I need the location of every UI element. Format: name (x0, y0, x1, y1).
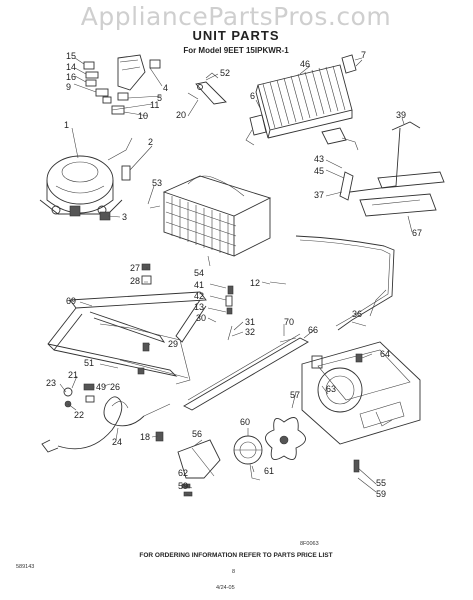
suction-line (295, 235, 395, 331)
condenser-coil (245, 54, 363, 151)
callout-16: 16 (66, 72, 76, 82)
screw-55 (353, 459, 360, 473)
callout-59-right: 59 (376, 489, 386, 499)
callout-18: 18 (140, 432, 150, 442)
watermark: AppliancePartsPros.com (81, 2, 391, 31)
thermal-cutout (187, 72, 227, 105)
callout-61: 61 (264, 466, 274, 476)
callout-36: 36 (352, 309, 362, 319)
callout-4: 4 (163, 83, 168, 93)
handwritten-date: 4/24-05 (216, 585, 235, 591)
callout-3: 3 (122, 212, 127, 222)
callout-26: 26 (110, 382, 120, 392)
callout-7: 7 (361, 50, 366, 60)
callout-9: 9 (66, 82, 71, 92)
callout-1: 1 (64, 120, 69, 130)
callout-5: 5 (157, 93, 162, 103)
callout-30: 30 (196, 313, 206, 323)
callout-63: 63 (326, 384, 336, 394)
compressor (39, 137, 133, 221)
callout-64: 64 (380, 349, 390, 359)
callout-28: 28 (130, 276, 140, 286)
callout-14: 14 (66, 62, 76, 72)
callout-10: 10 (138, 111, 148, 121)
callout-55: 55 (376, 478, 386, 488)
diagram-subtitle: For Model 9EET 15IPKWR-1 (183, 46, 289, 55)
callout-69: 69 (66, 296, 76, 306)
callout-62: 62 (178, 468, 188, 478)
callout-6: 6 (250, 91, 255, 101)
callout-53: 53 (152, 178, 162, 188)
callout-56: 56 (192, 429, 202, 439)
document-code: 589143 (16, 564, 34, 570)
leader-lines (59, 57, 413, 497)
callout-49: 49 (96, 382, 106, 392)
callout-66: 66 (308, 325, 318, 335)
evaporator-coil (149, 175, 272, 257)
callout-54: 54 (194, 268, 204, 278)
relay-bracket-group (83, 54, 161, 115)
rail-and-fan-bracket (183, 333, 421, 445)
ordering-note: FOR ORDERING INFORMATION REFER TO PARTS … (139, 552, 332, 559)
callout-39: 39 (396, 110, 406, 120)
callout-13: 13 (194, 302, 204, 312)
reference-code: 8F0063 (300, 541, 319, 547)
callout-29: 29 (168, 339, 178, 349)
callout-52: 52 (220, 68, 230, 78)
diagram-title: UNIT PARTS (192, 28, 279, 43)
callout-67: 67 (412, 228, 422, 238)
drier-tube-and-brackets (339, 121, 445, 217)
callout-42: 42 (194, 291, 204, 301)
callout-20: 20 (176, 110, 186, 120)
callout-60: 60 (240, 417, 250, 427)
callout-59-left: 59 (178, 481, 188, 491)
page-number: 8 (232, 569, 235, 575)
callout-51: 51 (84, 358, 94, 368)
power-cord-group (41, 383, 171, 453)
callout-70: 70 (284, 317, 294, 327)
callout-57: 57 (290, 390, 300, 400)
callout-32: 32 (245, 327, 255, 337)
callout-31: 31 (245, 317, 255, 327)
callout-15: 15 (66, 51, 76, 61)
callout-43: 43 (314, 154, 324, 164)
callout-21: 21 (68, 370, 78, 380)
callout-45: 45 (314, 166, 324, 176)
callout-12: 12 (250, 278, 260, 288)
callout-11: 11 (150, 100, 159, 110)
callout-labels: 15 14 16 9 11 10 4 5 52 20 46 6 7 39 1 2… (46, 50, 422, 499)
small-fasteners (141, 263, 287, 315)
callout-24: 24 (112, 437, 122, 447)
callout-2: 2 (148, 137, 153, 147)
callout-46: 46 (300, 59, 310, 69)
base-frame (47, 291, 233, 385)
callout-27: 27 (130, 263, 140, 273)
callout-23: 23 (46, 378, 56, 388)
callout-22: 22 (74, 410, 84, 420)
callout-41: 41 (194, 280, 204, 290)
callout-37: 37 (314, 190, 324, 200)
